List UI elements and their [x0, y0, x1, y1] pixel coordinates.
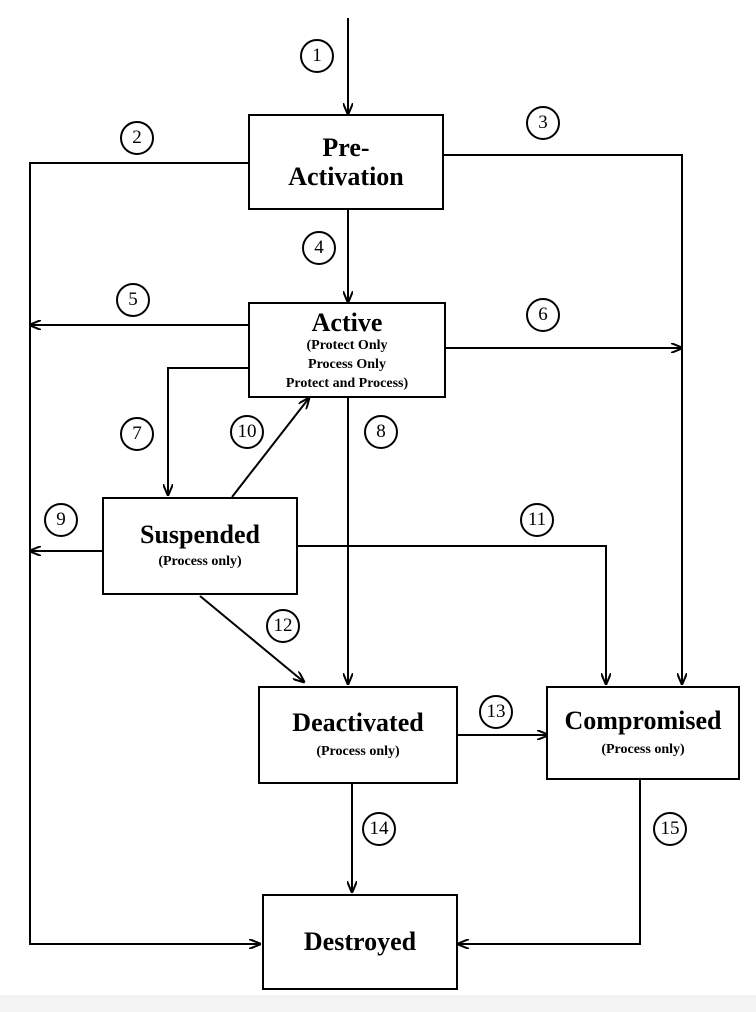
- transition-label-9: 9: [44, 503, 78, 537]
- arrow-3: [444, 154, 682, 684]
- state-suspended-mode: (Process only): [158, 554, 242, 570]
- transition-label-2: 2: [120, 121, 154, 155]
- transition-label-6: 6: [526, 298, 560, 332]
- state-pre-activation-name: Pre- Activation: [288, 132, 404, 191]
- state-active-modes: (Protect Only Process Only Protect and P…: [285, 338, 409, 391]
- arrow-7: [168, 367, 250, 495]
- transition-label-12: 12: [266, 609, 300, 643]
- state-active: Active (Protect Only Process Only Protec…: [248, 302, 446, 398]
- transition-label-10: 10: [230, 415, 264, 449]
- transition-label-7: 7: [120, 417, 154, 451]
- state-deactivated-name: Deactivated: [292, 708, 424, 737]
- state-compromised-name: Compromised: [564, 706, 722, 735]
- arrow-15: [458, 780, 641, 944]
- arrow-12: [199, 595, 304, 682]
- arrow-11: [298, 545, 606, 684]
- state-compromised: Compromised (Process only): [546, 686, 740, 780]
- state-pre-activation: Pre- Activation: [248, 114, 444, 210]
- transition-label-4: 4: [302, 231, 336, 265]
- transition-label-1: 1: [300, 39, 334, 73]
- state-active-name: Active: [311, 308, 383, 337]
- arrow-10: [231, 398, 309, 498]
- transition-label-5: 5: [116, 283, 150, 317]
- bottom-strip: [0, 995, 756, 1012]
- state-suspended: Suspended (Process only): [102, 497, 298, 595]
- state-compromised-mode: (Process only): [601, 742, 685, 758]
- transition-label-14: 14: [362, 812, 396, 846]
- state-suspended-name: Suspended: [140, 520, 260, 549]
- transition-label-11: 11: [520, 503, 554, 537]
- transition-label-8: 8: [364, 415, 398, 449]
- transition-label-15: 15: [653, 812, 687, 846]
- state-deactivated-mode: (Process only): [316, 744, 400, 760]
- state-deactivated: Deactivated (Process only): [258, 686, 458, 784]
- state-destroyed-name: Destroyed: [303, 927, 417, 957]
- transition-label-3: 3: [526, 106, 560, 140]
- transition-label-13: 13: [479, 695, 513, 729]
- state-destroyed: Destroyed: [262, 894, 458, 990]
